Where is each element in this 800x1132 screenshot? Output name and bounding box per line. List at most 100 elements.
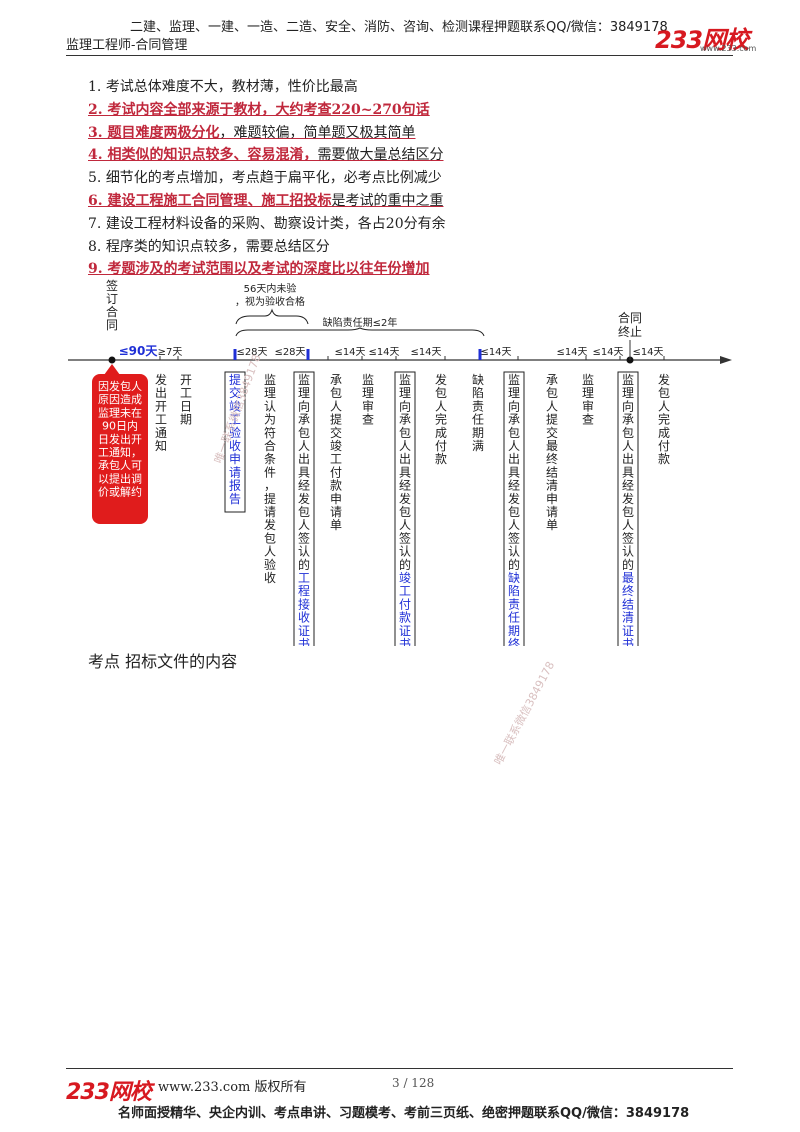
event-label: 具 <box>298 465 310 479</box>
event-label: 签 <box>622 530 634 545</box>
event-label: 交 <box>229 385 241 400</box>
callout-text: 以提出调 <box>98 471 142 485</box>
callout-box <box>92 374 148 524</box>
event-label: 查 <box>582 413 594 427</box>
event-label: 结 <box>546 465 558 479</box>
event-label: 请 <box>229 465 241 479</box>
event-label: 包 <box>546 386 558 400</box>
event-label: 款 <box>330 479 342 493</box>
list-item-text-rest: ，难题较偏，简单题又极其简单 <box>219 124 416 141</box>
event-label: 承 <box>298 413 310 427</box>
list-item-number: 5. <box>88 170 106 187</box>
event-label: 包 <box>658 386 670 400</box>
callout-text: 因发包人 <box>98 379 142 393</box>
event-label: 人 <box>622 518 634 532</box>
event-label: 的 <box>399 557 411 572</box>
event-label: 陷 <box>508 583 520 598</box>
event-label: 工 <box>298 571 310 585</box>
callout-text: 工通知， <box>98 445 142 459</box>
event-label: 期 <box>472 426 484 440</box>
event-label: 监 <box>508 373 520 387</box>
event-label: 人 <box>435 399 447 413</box>
event-label: 单 <box>330 518 342 532</box>
event-label: 人 <box>330 399 342 413</box>
event-label: 包 <box>508 505 520 519</box>
callout-pointer <box>104 364 120 375</box>
event-label: 包 <box>264 531 276 545</box>
callout-text: 价或解约 <box>98 485 142 499</box>
page-number: 3 / 128 <box>392 1076 435 1090</box>
event-label: 工 <box>155 413 167 427</box>
event-label: 陷 <box>472 385 484 400</box>
event-label: 承 <box>546 373 558 387</box>
interval-label: ≤14天 <box>556 347 587 358</box>
event-label: 开 <box>180 373 192 387</box>
event-label: 款 <box>435 452 447 466</box>
event-label: 向 <box>508 398 520 413</box>
event-label: 提 <box>229 372 241 387</box>
event-box <box>617 371 639 646</box>
event-label: 程 <box>298 583 310 598</box>
event-label: 包 <box>399 505 411 519</box>
event-label: 出 <box>155 386 167 400</box>
event-label: 承 <box>330 373 342 387</box>
event-label: 告 <box>229 492 241 506</box>
callout-text: 原因造成 <box>98 392 142 406</box>
event-label: 开 <box>155 399 167 413</box>
event-label: 包 <box>435 386 447 400</box>
event-label: 监 <box>298 373 310 387</box>
event-label: 提 <box>546 412 558 427</box>
acceptance-note: 56天内未验 <box>244 282 297 295</box>
list-item-number: 8. <box>88 238 106 255</box>
event-label: 理 <box>362 386 374 400</box>
event-label: 完 <box>435 412 447 427</box>
event-label: 为 <box>264 413 276 427</box>
list-item: 2. 考试内容全部来源于教材，大约考查220~270句话 <box>88 99 728 122</box>
event-label: 的 <box>622 557 634 572</box>
event-label: 书 <box>622 637 634 646</box>
event-label: 期 <box>180 413 192 427</box>
event-label: 发 <box>658 372 670 387</box>
list-item-text: 考试内容全部来源于教材，大约考查220~270句话 <box>107 101 430 118</box>
event-label: 最 <box>546 439 558 453</box>
event-label: 人 <box>264 545 276 559</box>
event-label: 证 <box>622 624 634 638</box>
event-label: 包 <box>622 505 634 519</box>
event-label: 认 <box>508 545 520 559</box>
event-label: 申 <box>546 492 558 506</box>
event-label: 责 <box>508 597 520 611</box>
event-label: 发 <box>298 491 310 506</box>
event-label: 任 <box>472 413 484 427</box>
event-label: 件 <box>264 465 276 479</box>
event-label: 满 <box>472 439 484 453</box>
event-label: 理 <box>264 386 276 400</box>
callout-text: 承包人可 <box>98 459 142 472</box>
event-label: 具 <box>622 465 634 479</box>
event-label: 竣 <box>229 398 241 413</box>
milestone-marker <box>233 349 237 360</box>
brand-logo: 233网校 <box>655 26 749 54</box>
event-label: 签 <box>508 530 520 545</box>
event-label: 发 <box>435 372 447 387</box>
list-item-number: 3. <box>88 124 108 141</box>
interval-label: ≤14天 <box>410 347 441 358</box>
event-label: 经 <box>622 479 634 493</box>
event-label: 成 <box>435 426 447 440</box>
event-label: 人 <box>546 399 558 413</box>
event-label: 书 <box>399 637 411 646</box>
event-label: 审 <box>582 398 594 413</box>
event-label: 验 <box>229 425 241 440</box>
event-label: 验 <box>264 557 276 572</box>
event-label: 缺 <box>508 570 520 585</box>
event-label: 申 <box>330 492 342 506</box>
event-label: 工 <box>399 584 411 598</box>
callout-text: 90日内 <box>102 419 138 433</box>
event-label: 交 <box>330 425 342 440</box>
event-label: 理 <box>622 386 634 400</box>
list-item-text: 相类似的知识点较多、容易混淆， <box>107 147 318 164</box>
event-label: 包 <box>330 386 342 400</box>
event-label: 请 <box>546 505 558 519</box>
event-label: 证 <box>298 624 310 638</box>
header-subtitle: 监理工程师-合同管理 <box>66 38 188 53</box>
list-item-text: 程序类的知识点较多，需要总结区分 <box>105 238 330 255</box>
